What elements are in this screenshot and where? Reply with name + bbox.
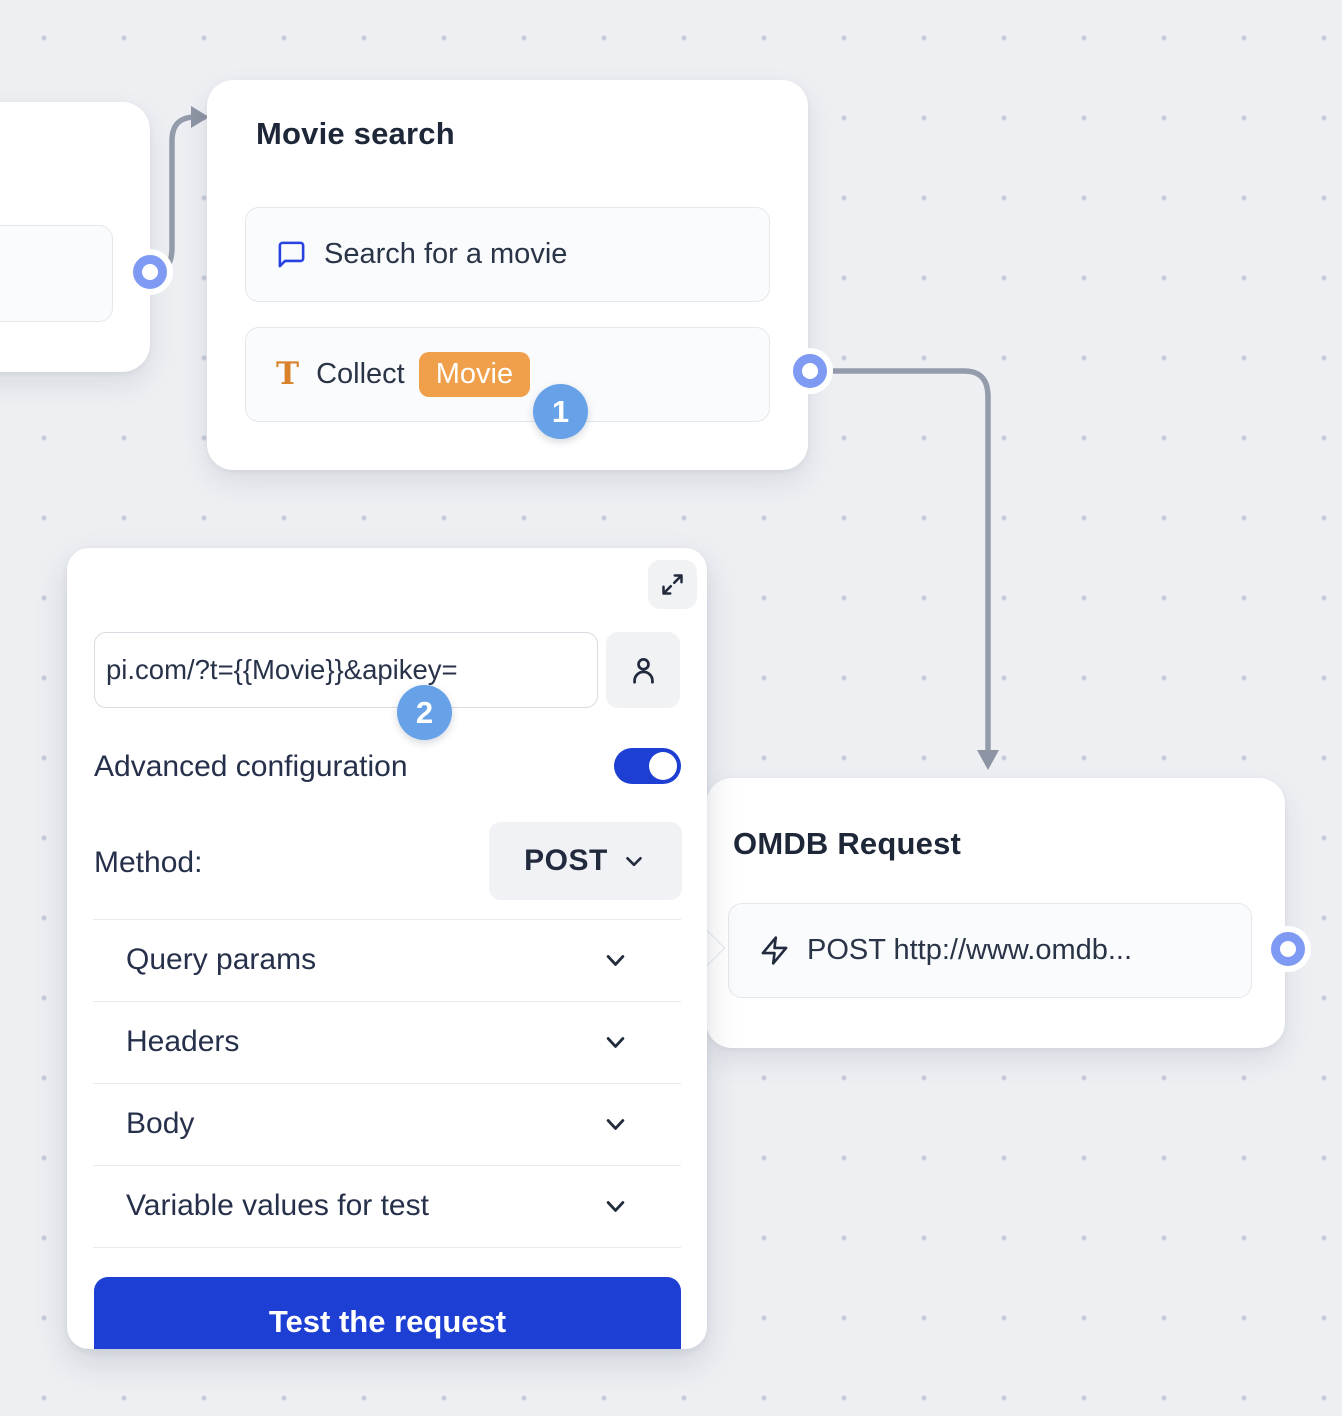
chevron-down-icon (602, 1193, 629, 1220)
section-label: Variable values for test (126, 1189, 429, 1222)
node-partial-left[interactable] (0, 102, 150, 372)
block-label: Collect (316, 358, 405, 390)
section-variable-values-for-test[interactable]: Variable values for test (93, 1165, 681, 1247)
variable-badge-movie: Movie (418, 352, 531, 397)
chevron-down-icon (602, 1111, 629, 1138)
expand-button[interactable] (648, 560, 697, 609)
lightning-icon (759, 935, 790, 966)
divider (93, 1247, 681, 1248)
toggle-knob (649, 752, 677, 780)
section-label: Body (126, 1107, 195, 1140)
arrowhead-into-omdb-request (977, 750, 999, 770)
text-input-icon: T (276, 356, 300, 392)
divider (93, 1165, 681, 1166)
section-label: Headers (126, 1025, 240, 1058)
output-port-omdb-request[interactable] (1271, 932, 1305, 966)
chevron-down-icon (602, 1029, 629, 1056)
arrowhead-into-movie-search (191, 106, 209, 128)
block-collect-movie[interactable]: T Collect Movie (245, 327, 770, 422)
section-query-params[interactable]: Query params (93, 919, 681, 1001)
step-badge-1: 1 (533, 384, 588, 439)
node-omdb-request[interactable]: OMDB Request POST http://www.omdb... (706, 778, 1285, 1048)
chevron-down-icon (602, 947, 629, 974)
expand-icon (659, 571, 686, 598)
method-value: POST (524, 844, 608, 877)
node-title: OMDB Request (733, 826, 962, 861)
block-search-for-a-movie[interactable]: Search for a movie (245, 207, 770, 302)
divider (93, 1001, 681, 1002)
divider (93, 1083, 681, 1084)
output-port-left-node[interactable] (133, 255, 167, 289)
person-icon (627, 654, 660, 687)
output-port-movie-search[interactable] (793, 354, 827, 388)
method-label: Method: (94, 846, 203, 879)
test-the-request-button[interactable]: Test the request (94, 1277, 681, 1349)
divider (93, 919, 681, 920)
method-select[interactable]: POST (489, 822, 682, 900)
chevron-down-icon (621, 848, 647, 874)
block-webhook-post[interactable]: POST http://www.omdb... (728, 903, 1252, 998)
section-body[interactable]: Body (93, 1083, 681, 1165)
advanced-configuration-label: Advanced configuration (94, 750, 408, 783)
node-movie-search[interactable]: Movie search Search for a movie T Collec… (207, 80, 808, 470)
chat-bubble-icon (276, 239, 307, 270)
url-input[interactable] (94, 632, 598, 708)
step-badge-2: 2 (397, 685, 452, 740)
insert-variable-button[interactable] (606, 632, 680, 708)
node-title: Movie search (256, 116, 455, 151)
block-label: POST http://www.omdb... (807, 934, 1133, 966)
block-label: Search for a movie (324, 238, 568, 270)
advanced-configuration-toggle[interactable] (614, 748, 681, 784)
webhook-config-panel[interactable]: Advanced configuration Method: POST Quer… (67, 548, 707, 1349)
section-label: Query params (126, 943, 317, 976)
node-partial-left-item[interactable] (0, 225, 113, 322)
section-headers[interactable]: Headers (93, 1001, 681, 1083)
